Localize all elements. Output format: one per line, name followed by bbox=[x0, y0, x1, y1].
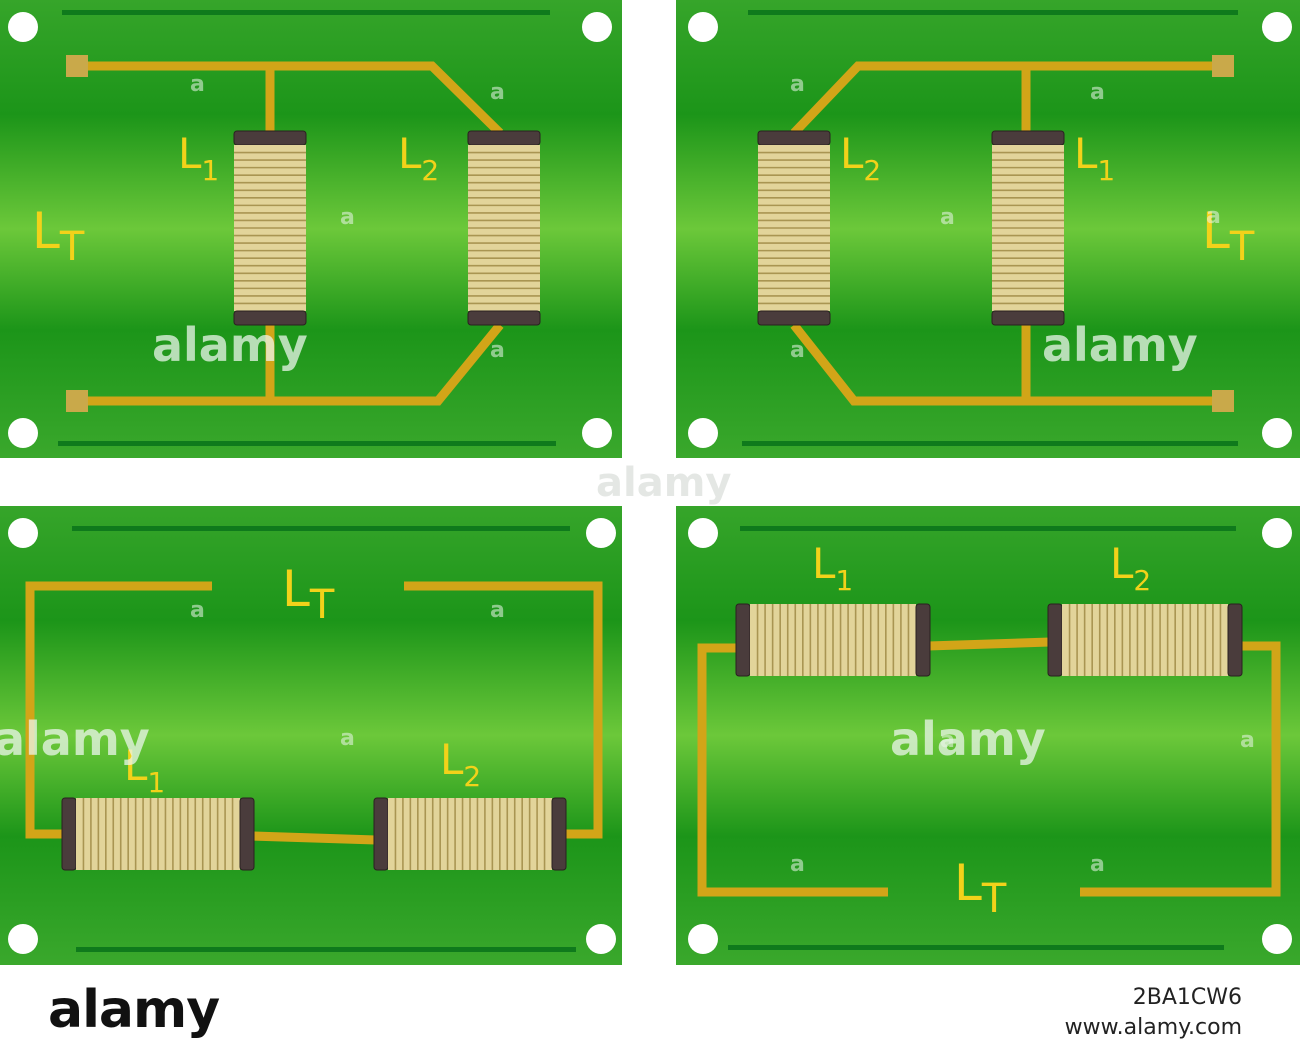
trace-left-loop bbox=[25, 581, 212, 839]
terminal-pad bbox=[1212, 55, 1234, 77]
coil-windings bbox=[1068, 604, 1222, 676]
site-url: www.alamy.com bbox=[1064, 1015, 1242, 1040]
watermark-mark: a bbox=[490, 338, 505, 363]
board-stripe bbox=[740, 526, 1236, 531]
mount-hole bbox=[8, 12, 38, 42]
circuit-parallel-left: L1 L2 LT bbox=[8, 10, 612, 448]
watermark-word: alamy bbox=[890, 712, 1046, 766]
mount-hole bbox=[1262, 924, 1292, 954]
label-l1: L1 bbox=[812, 539, 853, 597]
terminal-pad bbox=[1212, 390, 1234, 412]
label-lt: LT bbox=[282, 560, 335, 628]
mount-hole bbox=[8, 418, 38, 448]
watermark-mark: a bbox=[190, 72, 205, 97]
circuit-parallel-right: L2 L1 LT bbox=[688, 10, 1292, 448]
trace-top bbox=[88, 61, 504, 137]
watermark-mark: a bbox=[190, 598, 205, 623]
inductor-l1 bbox=[61, 797, 255, 871]
terminal-pad bbox=[66, 390, 88, 412]
trace-l1-l2 bbox=[927, 637, 1051, 651]
trace-right-loop bbox=[404, 581, 603, 839]
label-l2: L2 bbox=[840, 129, 881, 187]
watermark-mark: a bbox=[1206, 204, 1221, 229]
watermark-mark: a bbox=[340, 726, 355, 751]
watermark-word: alamy bbox=[152, 318, 308, 372]
board-stripe bbox=[748, 10, 1238, 15]
label-l1: L1 bbox=[124, 741, 165, 799]
watermark-mark: a bbox=[790, 338, 805, 363]
board-parallel-left: L1 L2 LT alamy a a a a bbox=[0, 0, 622, 458]
label-lt: LT bbox=[1202, 202, 1255, 270]
board-stripe bbox=[728, 945, 1224, 950]
image-id: 2BA1CW6 bbox=[1132, 985, 1242, 1010]
board-stripe bbox=[76, 947, 576, 952]
label-l2: L2 bbox=[440, 735, 481, 793]
watermark-mark: a bbox=[490, 598, 505, 623]
label-l2: L2 bbox=[398, 129, 439, 187]
coil-windings bbox=[992, 151, 1064, 305]
board-parallel-right: L2 L1 LT alamy a a a a a bbox=[676, 0, 1300, 458]
watermark-mark: a bbox=[940, 728, 955, 753]
inductor-l2 bbox=[467, 130, 541, 326]
label-lt: LT bbox=[954, 854, 1007, 922]
label-lt: LT bbox=[32, 202, 85, 270]
watermark-mark: a bbox=[1090, 852, 1105, 877]
watermark-word: alamy bbox=[596, 460, 732, 506]
trace-left-loop bbox=[697, 643, 888, 897]
brand-logo: alamy bbox=[48, 980, 220, 1040]
mount-hole bbox=[688, 518, 718, 548]
watermark-mark: a bbox=[1240, 728, 1255, 753]
terminal-pad bbox=[66, 55, 88, 77]
trace-bottom bbox=[88, 322, 504, 406]
inductor-l1 bbox=[735, 603, 931, 677]
label-l1: L1 bbox=[178, 129, 219, 187]
inductor-l1 bbox=[991, 130, 1065, 326]
coil-windings bbox=[756, 604, 910, 676]
mount-hole bbox=[586, 518, 616, 548]
coil-windings bbox=[82, 798, 234, 870]
mount-hole bbox=[1262, 518, 1292, 548]
coil-windings bbox=[394, 798, 546, 870]
inductor-l2 bbox=[1047, 603, 1243, 677]
coil-windings bbox=[758, 151, 830, 305]
board-stripe bbox=[62, 10, 550, 15]
mount-hole bbox=[8, 924, 38, 954]
mount-hole bbox=[8, 518, 38, 548]
watermark-mark: a bbox=[340, 205, 355, 230]
watermark-mark: a bbox=[1090, 80, 1105, 105]
trace-l1-l2 bbox=[251, 831, 377, 845]
watermark-mark: a bbox=[790, 852, 805, 877]
trace-right-loop bbox=[1080, 641, 1281, 897]
mount-hole bbox=[688, 418, 718, 448]
coil-windings bbox=[468, 151, 540, 305]
mount-hole bbox=[688, 924, 718, 954]
watermark-mark: a bbox=[490, 80, 505, 105]
mount-hole bbox=[586, 924, 616, 954]
board-stripe bbox=[742, 441, 1238, 446]
board-series-right: L1 L2 LT alamy a a a a bbox=[676, 506, 1300, 965]
watermark-mark: a bbox=[790, 72, 805, 97]
circuit-series-left: L1 L2 LT bbox=[8, 518, 616, 954]
label-l1: L1 bbox=[1074, 129, 1115, 187]
coil-windings bbox=[234, 151, 306, 305]
board-series-left: L1 L2 LT alamy a a a bbox=[0, 506, 622, 965]
watermark-word: alamy bbox=[1042, 318, 1198, 372]
mount-hole bbox=[1262, 12, 1292, 42]
watermark-word: alamy bbox=[0, 712, 150, 766]
trace-bottom bbox=[790, 322, 1212, 406]
footer-bar: alamy 2BA1CW6 www.alamy.com bbox=[0, 965, 1300, 1055]
watermark-mark: a bbox=[940, 205, 955, 230]
mount-hole bbox=[1262, 418, 1292, 448]
mount-hole bbox=[688, 12, 718, 42]
inductor-l2 bbox=[757, 130, 831, 326]
mount-hole bbox=[582, 418, 612, 448]
trace-top bbox=[790, 61, 1212, 137]
board-stripe bbox=[72, 526, 570, 531]
inductor-l2 bbox=[373, 797, 567, 871]
circuit-series-right: L1 L2 LT bbox=[688, 518, 1292, 954]
board-stripe bbox=[58, 441, 556, 446]
label-l2: L2 bbox=[1110, 539, 1151, 597]
mount-hole bbox=[582, 12, 612, 42]
inductor-l1 bbox=[233, 130, 307, 326]
